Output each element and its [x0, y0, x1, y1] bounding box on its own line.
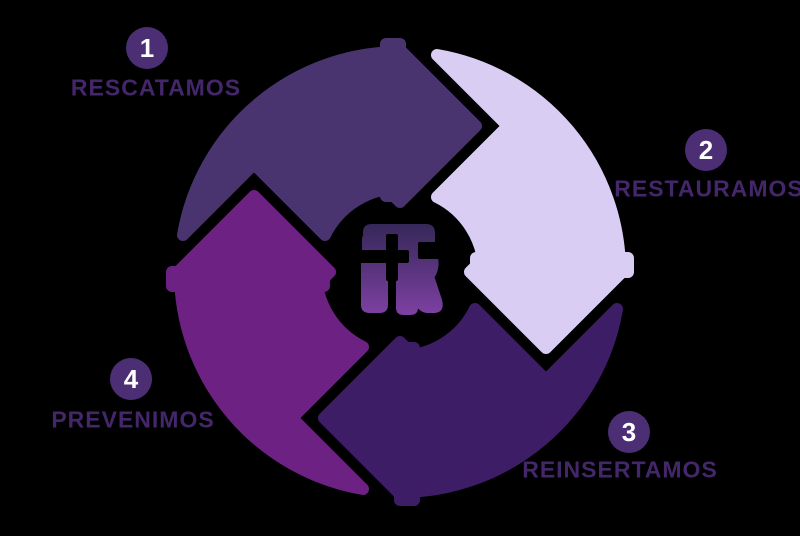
step-2-label: RESTAURAMOS [614, 175, 800, 202]
step-3-number: 3 [622, 417, 636, 447]
step-4-badge-circle [110, 358, 152, 400]
brand-logo [360, 224, 448, 315]
logo-monogram-body [361, 224, 443, 315]
step-3-badge-circle [608, 411, 650, 453]
step-2-badge: 2 [685, 129, 727, 171]
step-1-label: RESCATAMOS [70, 74, 242, 101]
step-4-number: 4 [124, 364, 139, 394]
step-3-label: REINSERTAMOS [522, 456, 718, 483]
step-4-label: PREVENIMOS [51, 406, 215, 433]
step-1-number: 1 [140, 33, 154, 63]
arrow-step-4-prevenimos [172, 196, 363, 489]
step-1-badge: 1 [126, 27, 168, 69]
step-2-number: 2 [699, 135, 713, 165]
arrow-step-2-restauramos [437, 55, 628, 348]
step-3-badge: 3 [608, 411, 650, 453]
logo-cross-cutout [360, 234, 448, 281]
arrow-step-1-rescatamos [183, 44, 476, 235]
step-2-badge-circle [685, 129, 727, 171]
step-4-badge: 4 [110, 358, 152, 400]
step-1-badge-circle [126, 27, 168, 69]
